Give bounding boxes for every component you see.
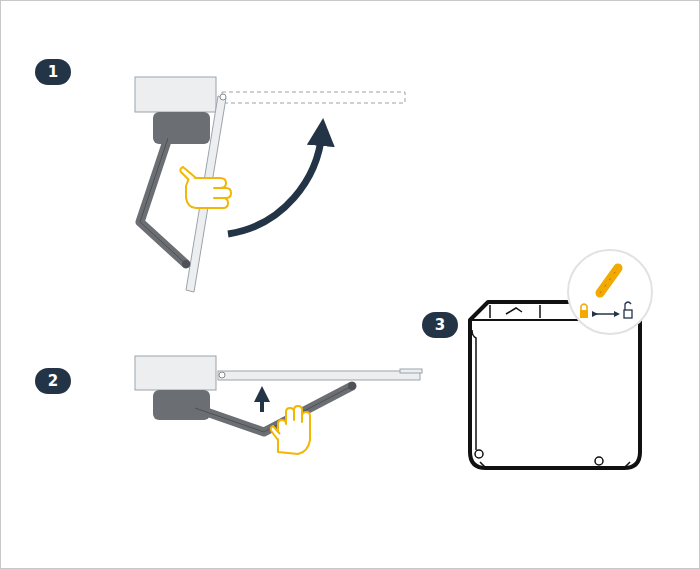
step-2-figure [135,356,422,454]
callout-number: 2 [35,368,71,394]
step-3-figure [470,250,652,468]
step-1-figure [135,77,405,292]
callout-number: 1 [35,59,71,85]
callout-number: 3 [422,312,458,338]
